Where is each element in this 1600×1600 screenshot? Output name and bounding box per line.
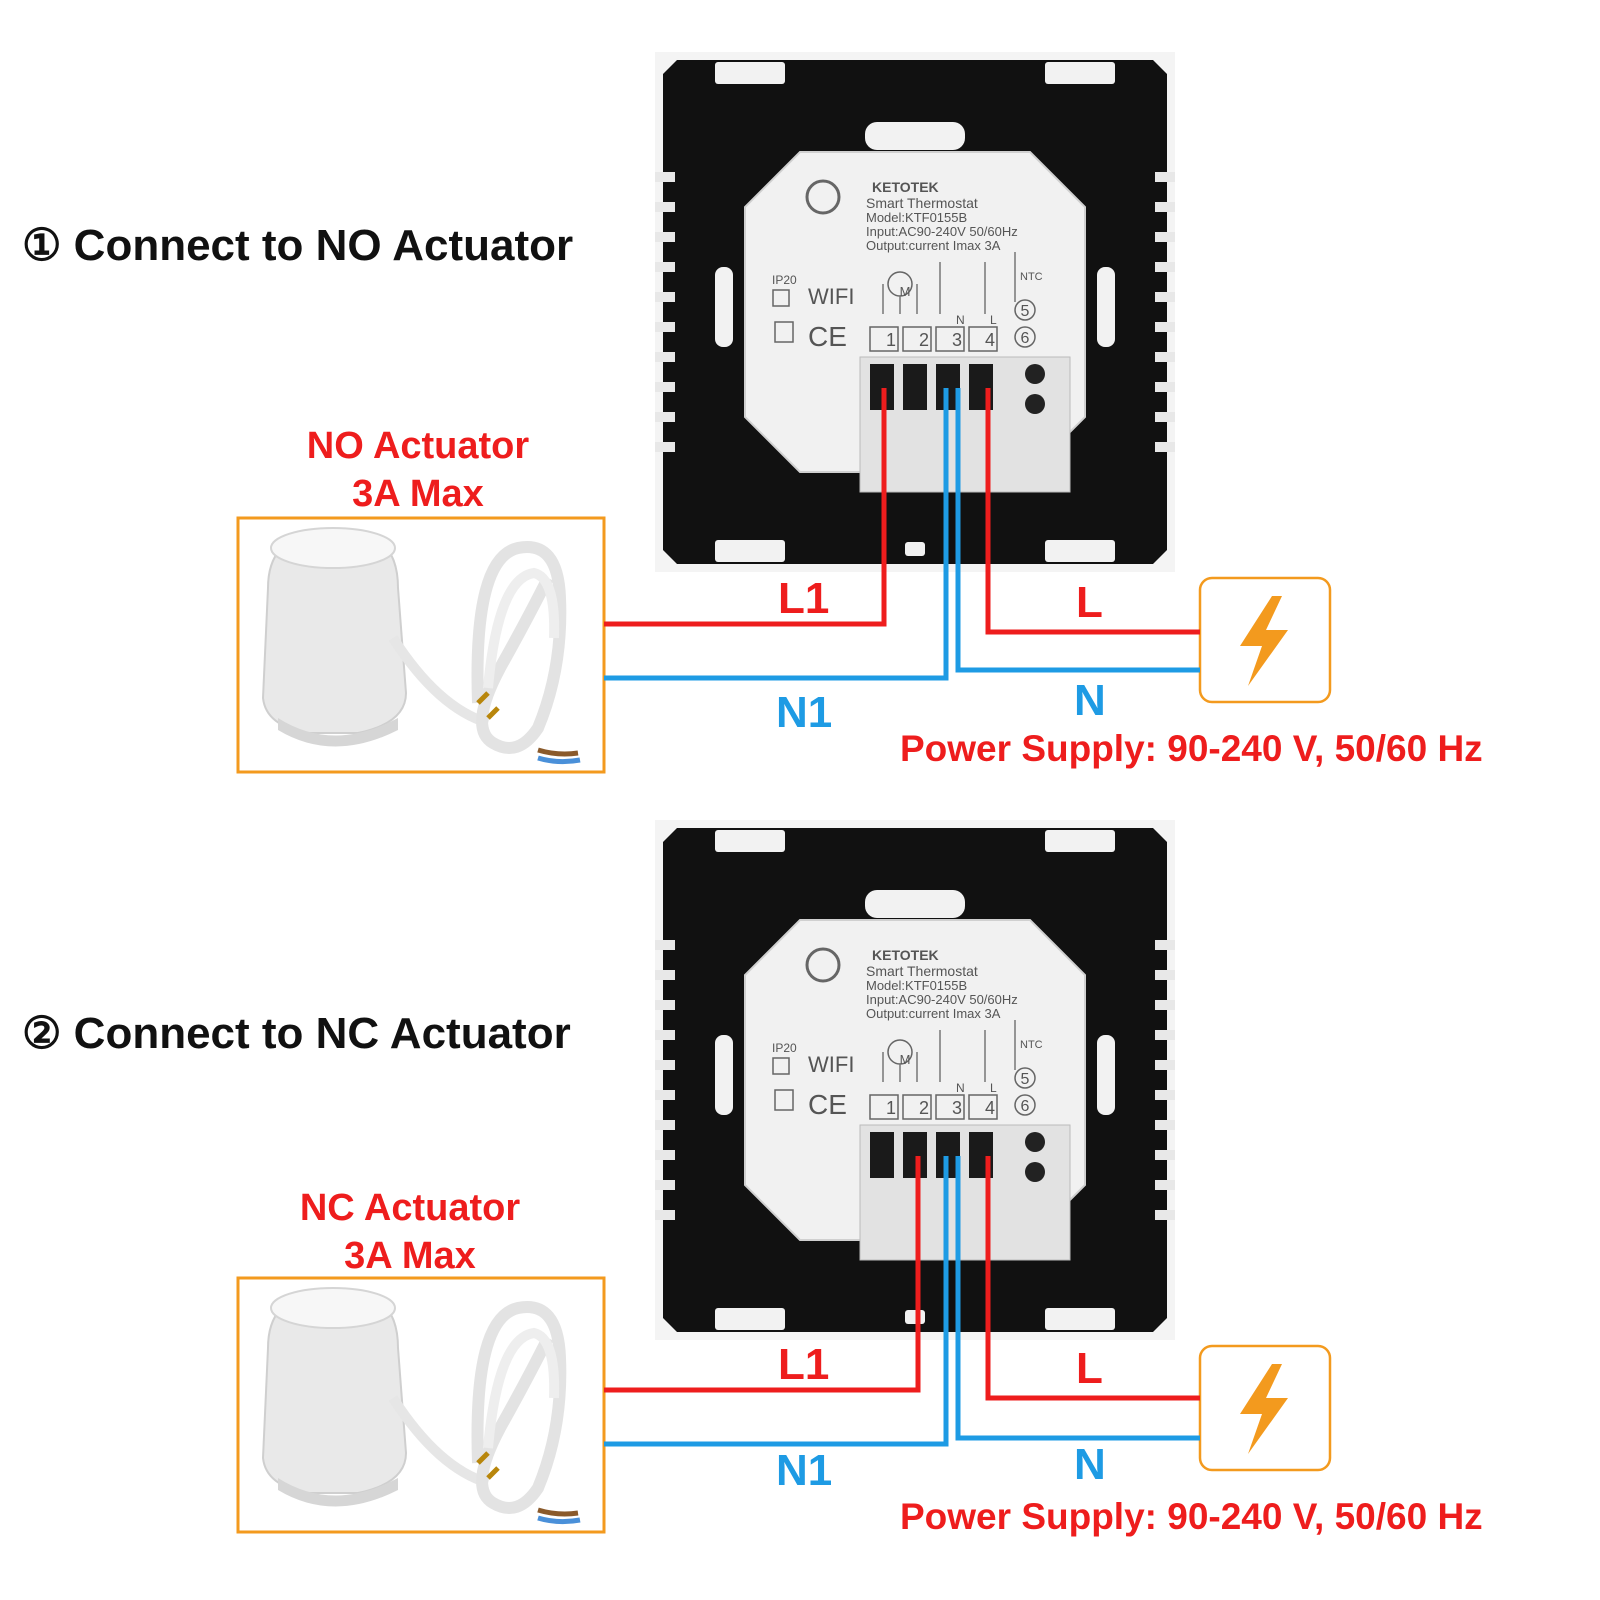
terminal-3: 3 xyxy=(952,330,962,350)
output-text: Output:current Imax 3A xyxy=(866,238,1001,253)
label-n: N xyxy=(1074,676,1106,725)
ip-text: IP20 xyxy=(772,1041,797,1055)
actuator-type: NC Actuator xyxy=(299,1187,521,1229)
wire-n1 xyxy=(604,1156,949,1447)
wire-l1 xyxy=(604,388,887,627)
thermostat-back-1 xyxy=(653,50,1177,574)
power-supply-label: Power Supply: 90-240 V, 50/60 Hz xyxy=(900,728,1483,769)
product-text: Smart Thermostat xyxy=(866,195,978,211)
terminal-2: 2 xyxy=(919,1098,929,1118)
actuator-rating: 3A Max xyxy=(352,473,484,515)
device-label-2: KETOTEK Smart Thermostat Model:KTF0155B … xyxy=(772,947,1043,1120)
terminal-6: 6 xyxy=(1021,1098,1030,1115)
model-text: Model:KTF0155B xyxy=(866,210,967,225)
ntc-text: NTC xyxy=(1020,271,1043,283)
actuator-rating: 3A Max xyxy=(344,1235,476,1277)
wire-l xyxy=(985,1156,1200,1401)
thermostat-back-2 xyxy=(653,818,1177,1342)
input-text: Input:AC90-240V 50/60Hz xyxy=(866,224,1018,239)
terminal-3: 3 xyxy=(952,1098,962,1118)
label-l1: L1 xyxy=(778,1340,830,1389)
wires-2 xyxy=(604,1156,1200,1447)
wire-l1 xyxy=(604,1156,921,1393)
actuator-label-nc: NC Actuator 3A Max xyxy=(260,1184,560,1280)
label-l1: L1 xyxy=(778,574,830,623)
terminal-2: 2 xyxy=(919,330,929,350)
output-text: Output:current Imax 3A xyxy=(866,1006,1001,1021)
l-text: L xyxy=(990,313,997,327)
power-supply-icon-1 xyxy=(1198,576,1332,704)
section-title-no: ① Connect to NO Actuator xyxy=(22,221,574,270)
wifi-text: WIFI xyxy=(808,1052,854,1077)
wire-n xyxy=(955,1156,1200,1441)
ce-text: CE xyxy=(808,321,847,352)
n-text: N xyxy=(956,313,965,327)
power-supply-label: Power Supply: 90-240 V, 50/60 Hz xyxy=(900,1496,1483,1537)
ce-text: CE xyxy=(808,1089,847,1120)
l-text: L xyxy=(990,1081,997,1095)
terminal-5: 5 xyxy=(1021,1071,1030,1088)
input-text: Input:AC90-240V 50/60Hz xyxy=(866,992,1018,1007)
terminal-5: 5 xyxy=(1021,303,1030,320)
power-supply-icon-2 xyxy=(1198,1344,1332,1472)
n-text: N xyxy=(956,1081,965,1095)
wire-n xyxy=(955,388,1200,673)
wire-n1 xyxy=(604,388,949,681)
actuator-picture-2 xyxy=(238,1278,604,1532)
ntc-text: NTC xyxy=(1020,1039,1043,1051)
terminal-6: 6 xyxy=(1021,330,1030,347)
label-n: N xyxy=(1074,1440,1106,1489)
label-l: L xyxy=(1076,1344,1103,1393)
terminal-4: 4 xyxy=(985,1098,995,1118)
label-l: L xyxy=(1076,578,1103,627)
wifi-text: WIFI xyxy=(808,284,854,309)
product-text: Smart Thermostat xyxy=(866,963,978,979)
terminal-4: 4 xyxy=(985,330,995,350)
ip-text: IP20 xyxy=(772,273,797,287)
brand-text: KETOTEK xyxy=(872,179,939,195)
wire-l xyxy=(985,388,1200,635)
label-n1: N1 xyxy=(776,1446,833,1495)
model-text: Model:KTF0155B xyxy=(866,978,967,993)
label-n1: N1 xyxy=(776,688,833,737)
terminal-1: 1 xyxy=(886,330,896,350)
wires-1 xyxy=(604,388,1200,681)
section-title-nc: ② Connect to NC Actuator xyxy=(22,1009,571,1058)
terminal-1: 1 xyxy=(886,1098,896,1118)
motor-text: M xyxy=(900,284,911,299)
brand-text: KETOTEK xyxy=(872,947,939,963)
device-label-1: KETOTEK Smart Thermostat Model:KTF0155B … xyxy=(772,179,1043,352)
actuator-type: NO Actuator xyxy=(306,425,530,467)
actuator-label-no: NO Actuator 3A Max xyxy=(268,422,568,518)
motor-text: M xyxy=(900,1052,911,1067)
actuator-picture-1 xyxy=(238,518,604,772)
